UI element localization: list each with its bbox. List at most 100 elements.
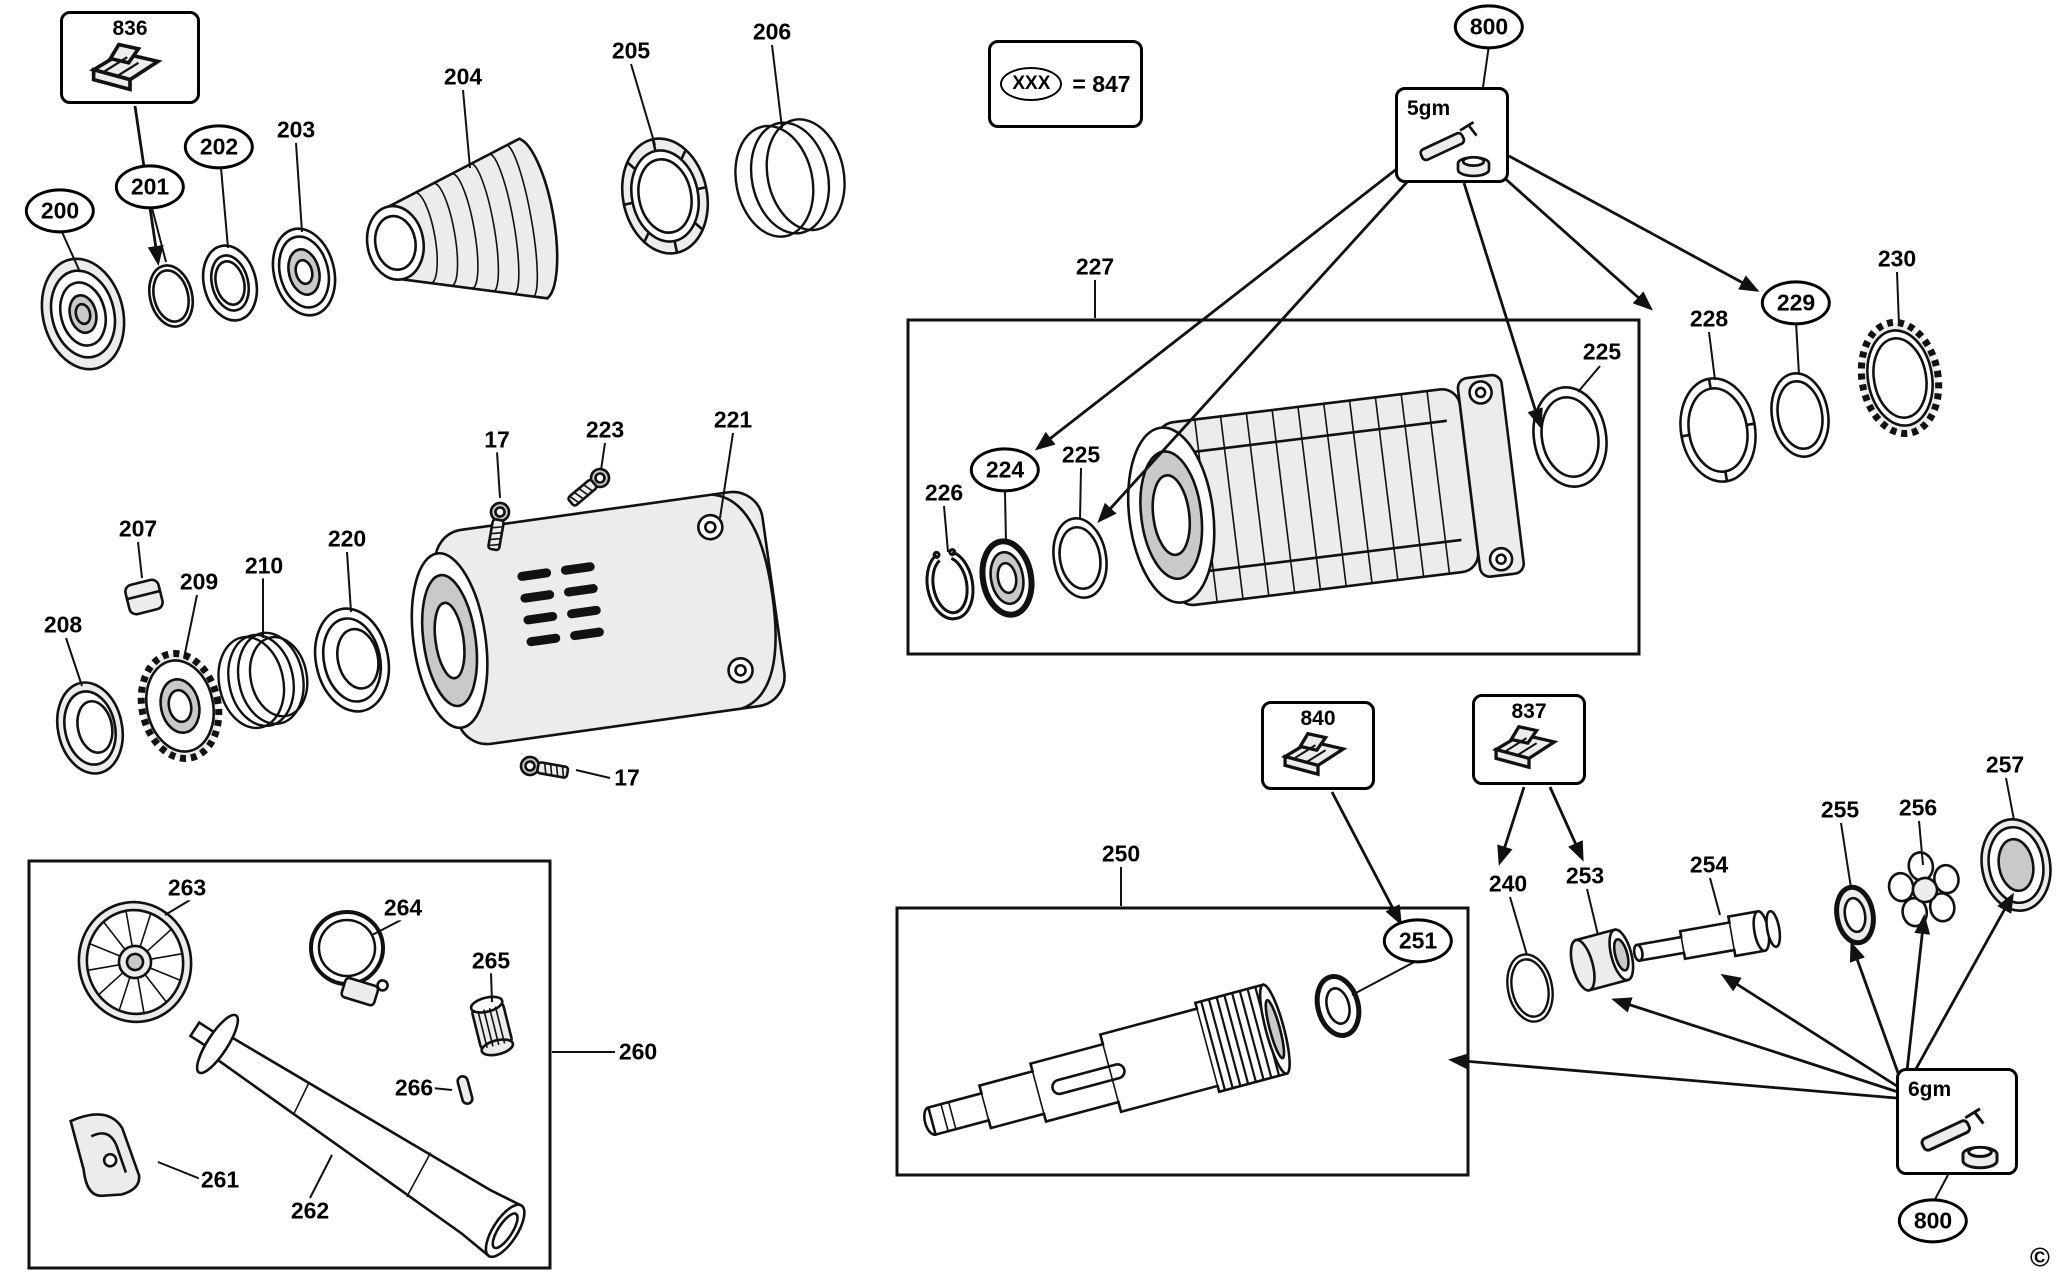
callout-box-5gm: 5gm xyxy=(1395,87,1509,183)
part-200-drawing xyxy=(40,257,126,371)
part-label-202: 202 xyxy=(183,124,255,170)
part-label-229: 229 xyxy=(1760,280,1832,326)
part-221-drawing xyxy=(410,490,786,746)
part-210-drawing xyxy=(217,631,309,730)
part-label-800-bottom: 800 xyxy=(1897,1198,1969,1244)
part-label-200: 200 xyxy=(24,188,96,234)
part-label-220: 220 xyxy=(325,525,369,552)
part-label-266: 266 xyxy=(392,1074,436,1101)
part-label-224: 224 xyxy=(969,447,1041,493)
group-boxes xyxy=(27,318,1641,1270)
screw-223-drawing xyxy=(563,464,614,511)
bracket-icon xyxy=(1280,731,1348,777)
part-264-drawing xyxy=(309,910,389,1007)
screw-17-bottom-drawing xyxy=(518,754,571,783)
part-label-205: 205 xyxy=(609,37,653,64)
bracket-icon xyxy=(88,42,163,92)
callout-box-840: 840 xyxy=(1261,701,1375,790)
part-207-drawing xyxy=(124,578,164,616)
part-label-221: 221 xyxy=(711,406,755,433)
bracket-icon xyxy=(1491,724,1559,770)
part-label-227: 227 xyxy=(1073,253,1117,280)
group-box-260 xyxy=(27,859,552,1270)
part-265-drawing xyxy=(469,995,515,1057)
part-256-drawing xyxy=(1887,851,1960,928)
part-220-drawing xyxy=(313,607,391,713)
part-label-240: 240 xyxy=(1486,870,1530,897)
part-label-201: 201 xyxy=(114,164,186,210)
group-box-227 xyxy=(906,318,1641,656)
assembly-arrows xyxy=(133,105,2014,1100)
part-label-260: 260 xyxy=(616,1038,660,1065)
part-224-drawing xyxy=(979,538,1035,618)
part-263-drawing xyxy=(77,900,193,1024)
part-label-254: 254 xyxy=(1687,851,1731,878)
part-204-drawing xyxy=(365,137,559,300)
callout-box-836: 836 xyxy=(60,11,200,104)
part-251-drawing xyxy=(1314,974,1362,1038)
copyright-symbol: © xyxy=(2030,1242,2050,1273)
part-label-206: 206 xyxy=(750,18,794,45)
callout-box-6gm: 6gm xyxy=(1896,1068,2018,1175)
part-label-207: 207 xyxy=(116,515,160,542)
part-label-800-top: 800 xyxy=(1453,4,1525,50)
part-250-spindle-drawing xyxy=(923,983,1291,1137)
part-206-drawing xyxy=(734,118,846,238)
part-label-263: 263 xyxy=(165,874,209,901)
part-201-drawing xyxy=(147,264,195,328)
part-label-253: 253 xyxy=(1563,862,1607,889)
group-box-250 xyxy=(895,906,1470,1177)
part-254-drawing xyxy=(1632,909,1782,963)
part-225-right-drawing xyxy=(1532,386,1608,488)
part-230-drawing xyxy=(1857,318,1943,438)
grease-tube-icon xyxy=(1419,121,1491,178)
part-240-drawing xyxy=(1506,953,1554,1023)
part-226-drawing xyxy=(925,548,975,621)
part-202-drawing xyxy=(201,244,259,322)
part-203-drawing xyxy=(271,227,337,317)
part-label-230: 230 xyxy=(1875,245,1919,272)
part-label-261: 261 xyxy=(198,1166,242,1193)
part-label-225-left: 225 xyxy=(1059,441,1103,468)
part-label-226: 226 xyxy=(922,479,966,506)
part-label-17-top: 17 xyxy=(482,426,512,453)
part-label-257: 257 xyxy=(1983,751,2027,778)
part-label-210: 210 xyxy=(242,552,286,579)
grease-6gm-label: 6gm xyxy=(1908,1078,1952,1101)
part-label-255: 255 xyxy=(1818,796,1862,823)
callout-box-837-label: 837 xyxy=(1511,700,1547,723)
part-225-left-drawing xyxy=(1052,517,1108,599)
part-266-drawing xyxy=(456,1075,474,1105)
part-261-drawing xyxy=(69,1113,141,1198)
part-label-208: 208 xyxy=(41,611,85,638)
part-255-drawing xyxy=(1834,884,1876,946)
callout-box-840-label: 840 xyxy=(1300,707,1336,730)
part-label-251: 251 xyxy=(1382,918,1454,964)
part-label-204: 204 xyxy=(441,63,485,90)
part-229-drawing xyxy=(1770,372,1830,458)
part-253-drawing xyxy=(1569,928,1635,992)
legend-symbol: XXX xyxy=(1000,67,1063,101)
part-208-drawing xyxy=(55,681,125,775)
part-label-250: 250 xyxy=(1099,840,1143,867)
part-228-drawing xyxy=(1679,377,1757,483)
callout-box-836-label: 836 xyxy=(112,17,148,40)
legend-box: XXX = 847 xyxy=(988,40,1143,128)
part-label-262: 262 xyxy=(288,1197,332,1224)
leader-lines xyxy=(61,44,2015,1204)
part-label-265: 265 xyxy=(469,947,513,974)
part-227-motor-drawing xyxy=(1126,373,1526,607)
part-205-drawing xyxy=(620,137,710,255)
part-257-drawing xyxy=(1980,818,2052,912)
part-label-209: 209 xyxy=(177,568,221,595)
part-label-225-right: 225 xyxy=(1580,338,1624,365)
grease-5gm-label: 5gm xyxy=(1407,97,1451,120)
grease-tube-icon xyxy=(1920,1107,1999,1170)
part-label-17-bottom: 17 xyxy=(612,764,642,791)
part-label-223: 223 xyxy=(583,416,627,443)
part-label-256: 256 xyxy=(1896,794,1940,821)
callout-box-837: 837 xyxy=(1472,694,1586,785)
legend-value: = 847 xyxy=(1072,70,1131,97)
